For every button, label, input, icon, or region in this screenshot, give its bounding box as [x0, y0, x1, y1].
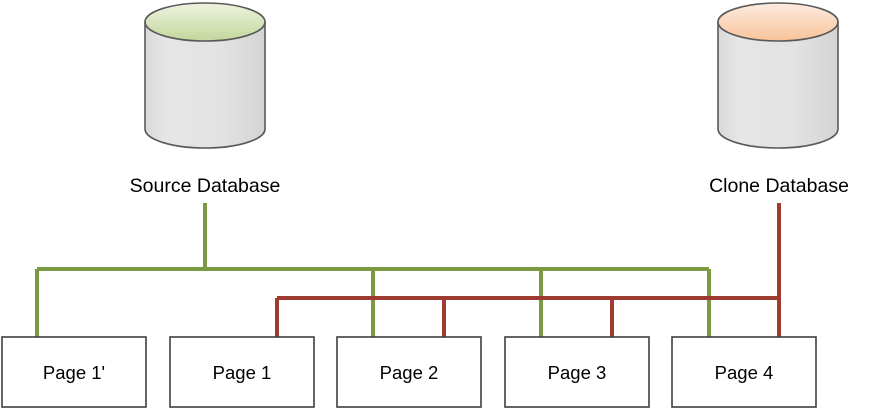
clone-database-node[interactable]: Clone Database	[709, 2, 849, 197]
page-box[interactable]: Page 4	[671, 336, 817, 408]
page-box-label: Page 1'	[43, 362, 105, 383]
page-box[interactable]: Page 1	[169, 336, 315, 408]
source-connector-tree	[35, 203, 711, 338]
clone-database-label: Clone Database	[709, 175, 849, 197]
clone-database-cylinder-body	[717, 21, 839, 149]
source-database-label: Source Database	[130, 175, 281, 197]
page-box-rect	[336, 336, 482, 408]
page-box[interactable]: Page 1'	[1, 336, 147, 408]
page-box[interactable]: Page 3	[504, 336, 650, 408]
clone-connector-tree	[275, 203, 781, 338]
page-box-rect	[671, 336, 817, 408]
page-box-rect	[504, 336, 650, 408]
page-box-label: Page 2	[380, 362, 439, 383]
source-database-cylinder-body	[144, 21, 266, 149]
clone-database-cylinder-top	[717, 2, 839, 42]
source-database-node[interactable]: Source Database	[130, 2, 281, 197]
page-box-label: Page 1	[213, 362, 272, 383]
page-box-label: Page 3	[548, 362, 607, 383]
source-database-cylinder-top	[144, 2, 266, 42]
page-box-rect	[169, 336, 315, 408]
page-box-label: Page 4	[715, 362, 774, 383]
page-box[interactable]: Page 2	[336, 336, 482, 408]
page-box-rect	[1, 336, 147, 408]
